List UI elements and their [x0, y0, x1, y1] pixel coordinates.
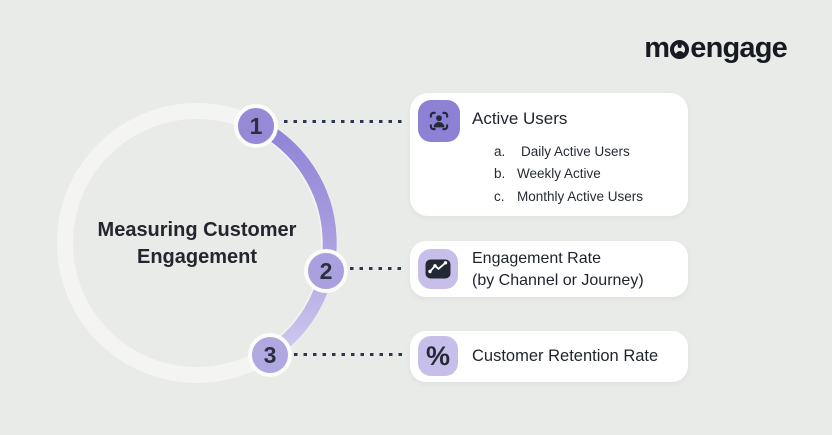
percent-glyph: % [425, 340, 450, 371]
logo-text-engage: engage [690, 32, 788, 64]
list-marker: c. [494, 188, 505, 204]
moengage-o-avatar-icon [670, 39, 690, 59]
card-retention-rate: % Customer Retention Rate [410, 331, 688, 382]
percent-icon: % [418, 336, 458, 376]
list-marker: a. [494, 144, 506, 159]
card-title: Engagement Rate (by Channel or Journey) [472, 248, 644, 291]
list-label: Daily Active Users [521, 144, 630, 159]
card-title: Active Users [472, 109, 568, 128]
logo-text-m: m [644, 32, 670, 64]
card-title: Customer Retention Rate [472, 347, 659, 365]
list-marker: b. [494, 166, 506, 182]
list-item: b. Weekly Active [494, 163, 643, 185]
connector-line-3 [294, 353, 407, 356]
step-number: 1 [249, 112, 263, 139]
step-badge-1: 1 [234, 104, 278, 148]
active-users-list: a. Daily Active Users b. Weekly Active c. M… [494, 141, 643, 208]
line-chart-icon [418, 249, 458, 289]
card-title-line1: Engagement Rate [472, 250, 601, 267]
step-badge-3: 3 [248, 333, 292, 377]
hub-title: Measuring Customer Engagement [97, 219, 297, 268]
list-item: c. Monthly Active Users [494, 186, 643, 208]
step-number: 3 [263, 341, 277, 368]
list-label: Weekly Active [517, 166, 601, 182]
connector-line-1 [284, 120, 406, 123]
card-active-users: Active Users a. Daily Active Users b. Week… [410, 93, 688, 216]
step-badge-2: 2 [304, 249, 348, 293]
hub-progress-arc [250, 118, 337, 361]
list-label: Monthly Active Users [517, 188, 644, 204]
list-item: a. Daily Active Users [494, 141, 643, 163]
user-scan-icon [418, 100, 460, 142]
connector-line-2 [350, 267, 407, 270]
step-number: 2 [319, 257, 333, 284]
card-engagement-rate: Engagement Rate (by Channel or Journey) [410, 241, 688, 297]
card-title-line2: (by Channel or Journey) [472, 271, 644, 289]
